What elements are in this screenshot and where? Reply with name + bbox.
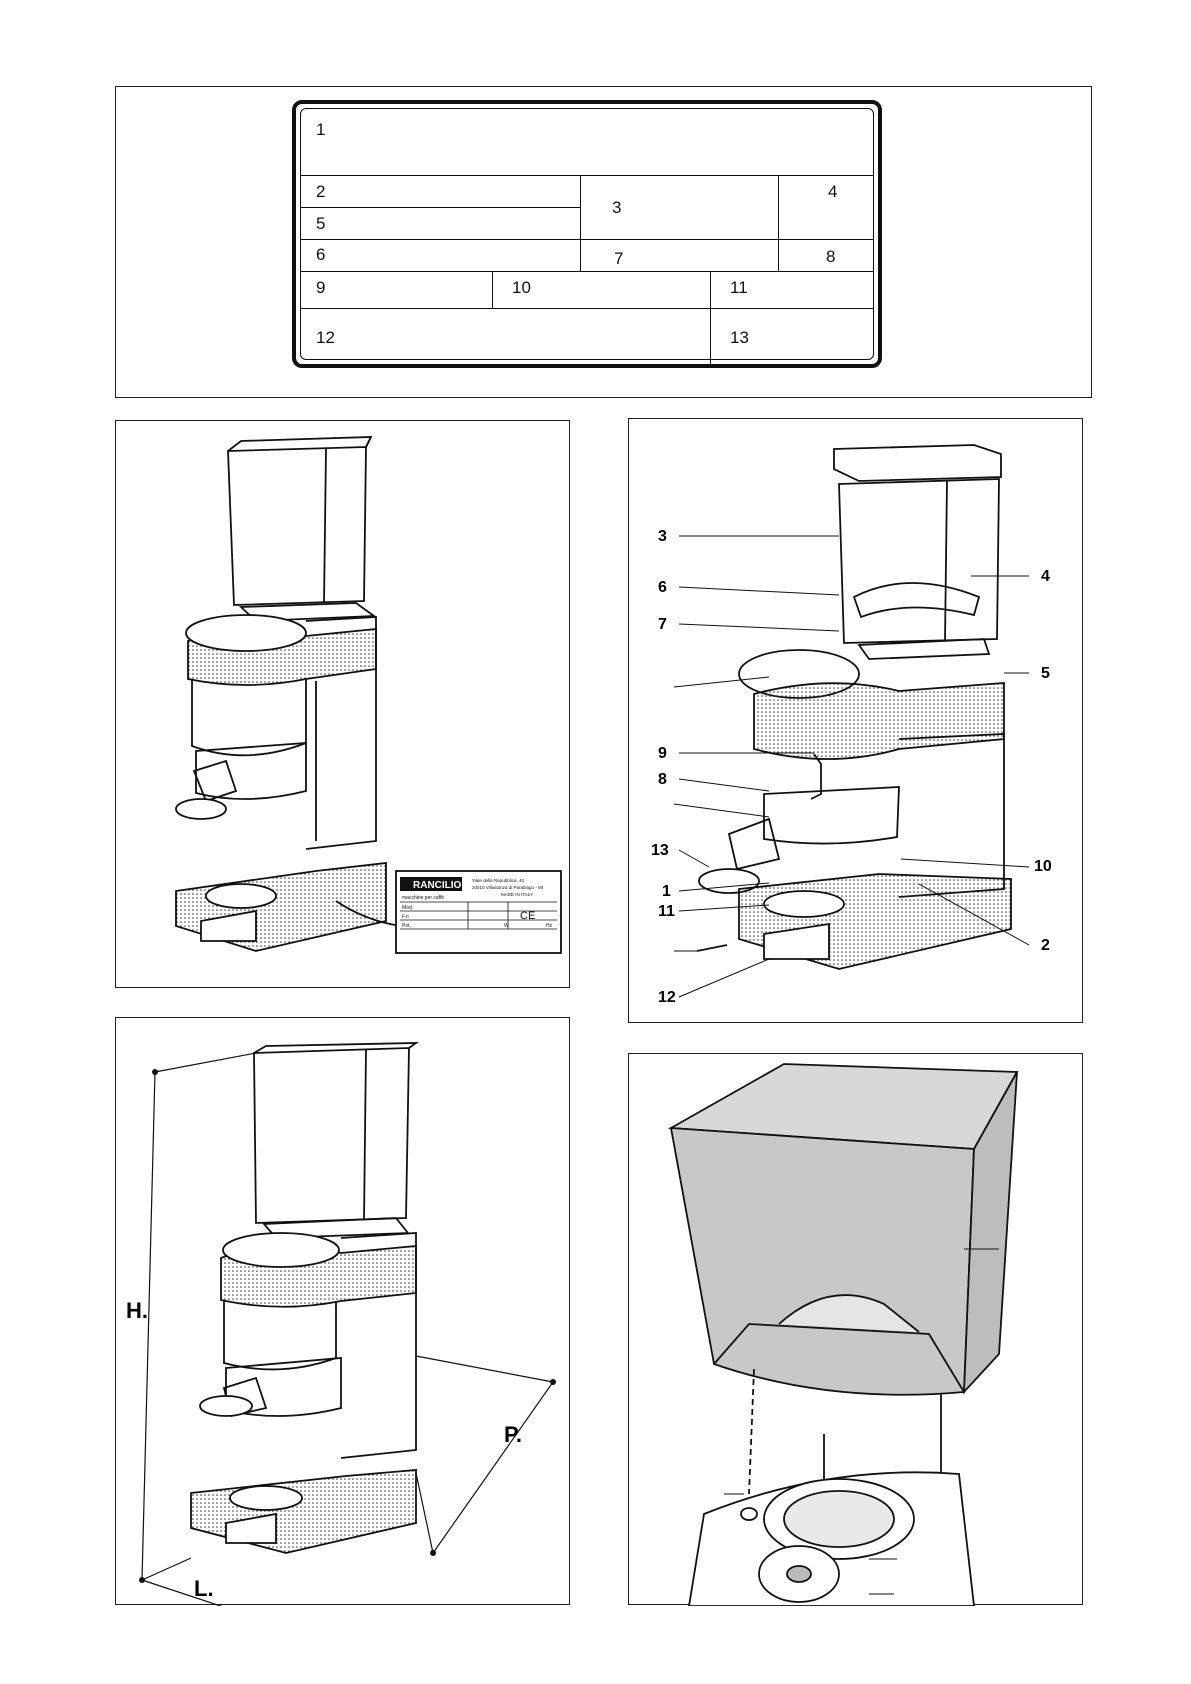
label-row-pot: Pot.: [402, 923, 411, 929]
plate-field-5: 5: [316, 214, 325, 234]
plate-field-6: 6: [316, 245, 325, 265]
callout-1: 1: [662, 883, 671, 900]
callout-11: 11: [658, 903, 675, 920]
plate-field-13: 13: [730, 328, 749, 348]
plate-field-3: 3: [612, 198, 621, 218]
label-address-3: MADE IN ITALY: [501, 892, 533, 897]
grinder-parts-figure: 3 6 7 9 8 13 1 11 12 4 5 10 2: [628, 418, 1083, 1023]
label-row-mod: Mod.: [402, 905, 413, 911]
plate-field-7: 7: [614, 249, 623, 269]
hopper-assembly-figure: [628, 1053, 1083, 1605]
callout-3: 3: [658, 528, 667, 545]
label-address-1: Viale della Repubblica, 40: [472, 878, 524, 883]
callout-4: 4: [1041, 568, 1050, 585]
callout-7: 7: [658, 616, 667, 633]
callout-12: 12: [658, 989, 676, 1006]
label-brand: RANCILIO: [413, 880, 462, 891]
label-unit-hz: Hz: [546, 923, 553, 929]
label-plate-inset: RANCILIO macchine per caffè Viale della …: [396, 871, 561, 953]
dimension-height-label: H.: [126, 1298, 148, 1323]
grinder-parts-illustration: 3 6 7 9 8 13 1 11 12 4 5 10 2: [629, 419, 1084, 1024]
hopper-assembly-illustration: [629, 1054, 1084, 1606]
callout-2: 2: [1041, 937, 1050, 954]
callout-5: 5: [1041, 665, 1050, 682]
callout-8: 8: [658, 771, 667, 788]
plate-field-8: 8: [826, 247, 835, 267]
label-row-fn: F.n: [402, 914, 409, 920]
callout-9: 9: [658, 745, 667, 762]
grinder-dimensions-illustration: H. L. P.: [116, 1018, 571, 1606]
callout-6: 6: [658, 579, 667, 596]
rating-plate-inner: [300, 108, 874, 360]
plate-field-9: 9: [316, 278, 325, 298]
grinder-label-figure: RANCILIO macchine per caffè Viale della …: [115, 420, 570, 988]
dimension-length-label: L.: [194, 1576, 214, 1601]
callout-13: 13: [651, 842, 669, 859]
label-tagline: macchine per caffè: [402, 895, 444, 901]
label-address-2: 20010 Villastanza di Parabiago - MI: [472, 885, 543, 890]
plate-field-11: 11: [730, 278, 748, 298]
grinder-label-illustration: RANCILIO macchine per caffè Viale della …: [116, 421, 571, 989]
label-unit-w: W: [504, 923, 509, 929]
dimension-depth-label: P.: [504, 1422, 522, 1447]
rating-plate: 1 2 3 4 5 6 7 8 9 10 11 12 13: [292, 100, 882, 368]
label-ce-mark: CE: [520, 910, 535, 922]
plate-field-12: 12: [316, 328, 335, 348]
plate-field-10: 10: [512, 278, 531, 298]
grinder-dimensions-figure: H. L. P.: [115, 1017, 570, 1605]
callout-10: 10: [1034, 858, 1052, 875]
plate-field-1: 1: [316, 120, 325, 140]
plate-field-2: 2: [316, 182, 325, 202]
plate-field-4: 4: [828, 182, 837, 202]
